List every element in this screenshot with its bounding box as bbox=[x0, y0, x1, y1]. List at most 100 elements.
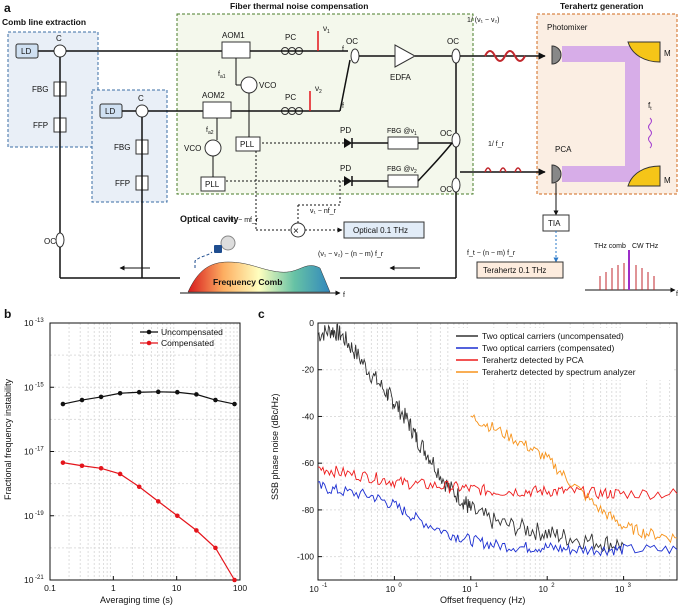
x-tick-label: 10 bbox=[462, 584, 472, 594]
vco-2-label: VCO bbox=[184, 144, 201, 153]
x-tick-exp: 1 bbox=[475, 583, 479, 589]
v2-mfr-label: ν₂ − mf_r bbox=[230, 217, 259, 224]
v1-nfr-label: ν₁ − nf_r bbox=[310, 208, 337, 215]
lock-icon bbox=[214, 245, 222, 253]
series-line-4 bbox=[470, 414, 678, 544]
chart-c-xlabel: Offset frequency (Hz) bbox=[440, 595, 525, 605]
beat-wave bbox=[484, 50, 526, 62]
y-tick-exp: -17 bbox=[35, 447, 44, 453]
data-point bbox=[136, 484, 142, 490]
y-tick-exp: -15 bbox=[35, 382, 44, 388]
x-tick-label: 10 bbox=[172, 583, 182, 593]
fa1-label: fa1 bbox=[218, 71, 226, 80]
data-point bbox=[117, 390, 123, 396]
data-point bbox=[98, 465, 104, 471]
mirror-1 bbox=[627, 41, 661, 63]
x-tick-exp: 2 bbox=[551, 583, 555, 589]
data-point bbox=[79, 463, 85, 469]
x-tick-exp: 0 bbox=[398, 583, 402, 589]
edfa bbox=[394, 44, 417, 68]
legend-bg bbox=[452, 328, 674, 380]
fbg-v2 bbox=[387, 174, 419, 188]
ft-label: ft bbox=[648, 101, 652, 112]
oc-2 bbox=[451, 48, 461, 64]
legend-marker bbox=[146, 329, 152, 335]
oc-1-label: OC bbox=[346, 37, 358, 46]
legend-marker bbox=[146, 340, 152, 346]
cw-thz-label: CW THz bbox=[632, 243, 659, 250]
x-tick-label: 1 bbox=[111, 583, 116, 593]
y-tick-label: 10 bbox=[24, 382, 34, 392]
y-tick-label: -40 bbox=[302, 411, 315, 421]
oc-5-label: OC bbox=[44, 237, 56, 246]
oc-3-label: OC bbox=[440, 129, 452, 138]
f-label-1: f bbox=[342, 46, 344, 53]
ld-1-label: LD bbox=[21, 47, 31, 56]
f-label-2: f bbox=[342, 103, 344, 110]
y-tick-label: -100 bbox=[297, 552, 314, 562]
data-point bbox=[60, 401, 66, 407]
y-tick-exp: -21 bbox=[35, 575, 44, 581]
y-tick-label: 10 bbox=[24, 511, 34, 521]
thz-comb-label: THz comb bbox=[594, 243, 626, 250]
data-point bbox=[213, 545, 218, 551]
data-point bbox=[175, 389, 180, 395]
circulator-1 bbox=[53, 44, 67, 58]
pd-2-label: PD bbox=[340, 164, 351, 173]
tia-label: TIA bbox=[548, 219, 561, 228]
y-tick-label: 10 bbox=[24, 575, 34, 585]
pll-2-label: PLL bbox=[205, 180, 220, 189]
y-tick-label: -80 bbox=[302, 505, 315, 515]
oc-1 bbox=[350, 48, 360, 64]
vco-1-label: VCO bbox=[259, 81, 276, 90]
thz-result-box bbox=[476, 261, 564, 279]
panel-a-letter: a bbox=[4, 1, 11, 15]
thz-wave bbox=[648, 117, 652, 149]
fbg-1-label: FBG bbox=[32, 85, 48, 94]
pll-1 bbox=[235, 136, 261, 152]
pd-1-label: PD bbox=[340, 126, 351, 135]
mirror-2-label: M bbox=[664, 176, 671, 185]
legend-label: Terahertz detected by PCA bbox=[482, 355, 584, 365]
data-point bbox=[213, 397, 218, 403]
pca-label: PCA bbox=[555, 145, 572, 154]
x-tick-exp: 3 bbox=[628, 583, 632, 589]
spectrum-f-label: f bbox=[676, 291, 678, 298]
chart-b-ylabel: Fractional frequency instability bbox=[3, 378, 13, 500]
frequency-comb-label: Frequency Comb bbox=[213, 277, 282, 287]
thz-beam bbox=[562, 46, 640, 182]
fbg-v2-label: FBG @ν2 bbox=[387, 166, 417, 175]
data-point bbox=[175, 513, 180, 519]
thz-comb-spectrum bbox=[585, 250, 676, 293]
thz-title: Terahertz generation bbox=[560, 1, 643, 11]
period1-label: 1/ (ν₁ − ν₂) bbox=[467, 17, 500, 24]
chart-b-xlabel: Averaging time (s) bbox=[100, 595, 173, 605]
beat-formula: (ν₁ − ν₂) − (n − m) f_r bbox=[318, 251, 384, 258]
legend-label: Uncompensated bbox=[161, 327, 223, 337]
edfa-label: EDFA bbox=[390, 73, 412, 82]
comb-f-label: f bbox=[343, 292, 345, 299]
plot-frame bbox=[317, 322, 678, 581]
panel-b-letter: b bbox=[4, 307, 11, 321]
comb-line-title: Comb line extraction bbox=[2, 17, 86, 27]
oc-5 bbox=[55, 232, 65, 248]
legend-label: Two optical carriers (compensated) bbox=[482, 343, 614, 353]
y-tick-label: -20 bbox=[302, 365, 315, 375]
mirror-1-label: M bbox=[664, 49, 671, 58]
data-point bbox=[98, 394, 104, 400]
pc-2-label: PC bbox=[285, 93, 296, 102]
data-point bbox=[155, 389, 161, 395]
fiber-title: Fiber thermal noise compensation bbox=[230, 1, 368, 11]
photomixer bbox=[551, 45, 562, 65]
nu1-label: ν1 bbox=[323, 24, 330, 35]
ffp-1-label: FFP bbox=[33, 121, 48, 130]
oc-3 bbox=[451, 132, 461, 148]
series-line-1 bbox=[317, 323, 624, 553]
data-point bbox=[60, 460, 66, 465]
pll-1-label: PLL bbox=[240, 140, 255, 149]
series-line-2 bbox=[62, 462, 236, 581]
legend-label: Compensated bbox=[161, 338, 214, 348]
